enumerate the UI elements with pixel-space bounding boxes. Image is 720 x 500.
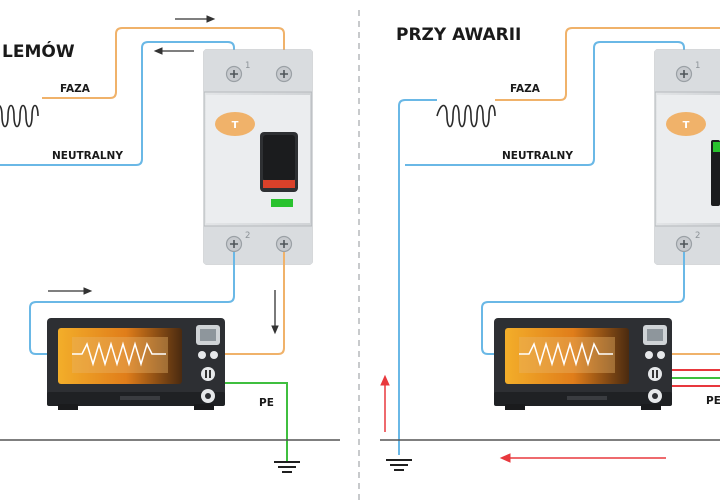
flow-arrow-icon — [153, 47, 194, 55]
load-neutral-wire — [29, 252, 235, 355]
test-button-label: T — [232, 120, 239, 131]
terminal-number-2: 2 — [695, 231, 700, 241]
microwave-icon — [47, 318, 225, 410]
screw-icon — [275, 65, 293, 83]
left-panel: LEMÓW FAZA NEUTRALNY — [0, 15, 340, 473]
neutral-label: NEUTRALNY — [52, 150, 123, 162]
screw-icon — [675, 235, 693, 253]
neutral-wire — [405, 41, 685, 166]
load-neutral-wire — [481, 252, 685, 355]
neutral-label: NEUTRALNY — [502, 150, 573, 162]
neutral-wire — [0, 41, 235, 166]
breaker-lever[interactable] — [263, 135, 295, 181]
rcd-breaker-icon: 1 2 T — [203, 49, 313, 265]
phase-wire — [42, 27, 285, 99]
terminal-number-1: 1 — [245, 61, 250, 71]
flow-arrow-icon — [48, 287, 93, 295]
left-title: LEMÓW — [2, 40, 75, 62]
screw-icon — [275, 235, 293, 253]
coil-icon — [0, 104, 39, 128]
status-indicator — [271, 199, 293, 207]
microwave-icon — [494, 318, 672, 410]
terminal-number-1: 1 — [695, 61, 700, 71]
test-button-label: T — [683, 120, 690, 131]
coil-icon — [436, 104, 496, 128]
terminal-number-2: 2 — [245, 231, 250, 241]
pe-label: PE — [706, 395, 720, 407]
test-button[interactable] — [666, 112, 706, 136]
screw-icon — [225, 65, 243, 83]
ground-icon — [273, 461, 301, 473]
rcd-breaker-icon: 1 2 T — [654, 49, 720, 265]
right-title: PRZY AWARII — [396, 25, 521, 45]
fault-arrow-icon — [499, 453, 666, 463]
screw-icon — [675, 65, 693, 83]
phase-wire — [495, 27, 720, 101]
right-panel: PRZY AWARII FAZA NEUTRALNY 1 2 T — [380, 25, 720, 471]
breaker-lever[interactable] — [711, 140, 720, 206]
ground-icon — [385, 459, 413, 471]
phase-label: FAZA — [510, 83, 541, 95]
fault-arrow-icon — [380, 374, 390, 432]
neutral-earth-wire — [398, 99, 437, 455]
flow-arrow-icon — [271, 290, 279, 335]
flow-arrow-icon — [175, 15, 216, 23]
screw-icon — [225, 235, 243, 253]
status-indicator — [713, 142, 720, 152]
phase-label: FAZA — [60, 83, 91, 95]
test-button[interactable] — [215, 112, 255, 136]
pe-wire — [216, 382, 288, 462]
pe-label: PE — [259, 397, 274, 409]
load-phase-wire — [166, 252, 285, 355]
